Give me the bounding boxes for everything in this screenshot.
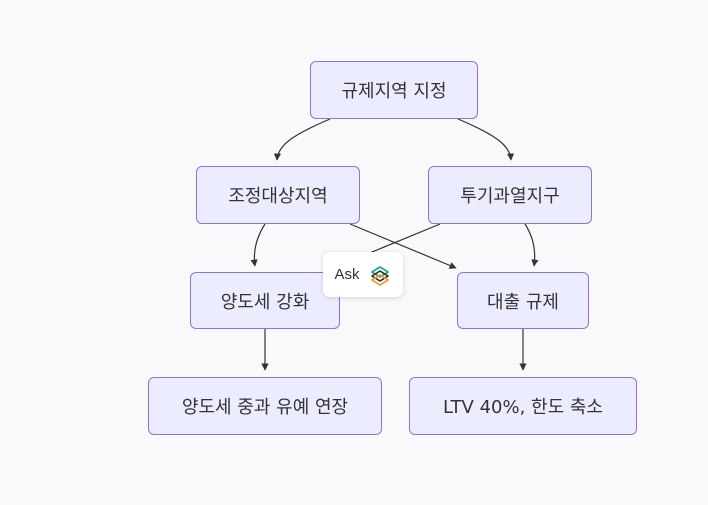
node-loan-regulation[interactable]: 대출 규제 bbox=[457, 272, 589, 329]
node-label: 규제지역 지정 bbox=[341, 81, 447, 102]
node-label: 대출 규제 bbox=[487, 291, 559, 313]
edge-jojeong-to-daechul bbox=[349, 223, 457, 269]
node-label: 조정대상지역 bbox=[228, 186, 328, 207]
node-label: 양도세 강화 bbox=[220, 291, 310, 313]
node-transfer-tax-strengthening[interactable]: 양도세 강화 bbox=[190, 272, 340, 329]
node-transfer-tax-grace-extension[interactable]: 양도세 중과 유예 연장 bbox=[148, 377, 382, 435]
edge-tugi-to-daechul bbox=[524, 223, 539, 267]
node-label: 투기과열지구 bbox=[460, 186, 560, 207]
ask-logo-icon bbox=[370, 265, 389, 286]
ask-button[interactable]: Ask bbox=[323, 252, 403, 297]
edge-jojeong-to-yangdo bbox=[250, 223, 266, 267]
node-adjustment-target-area[interactable]: 조정대상지역 bbox=[196, 166, 360, 224]
edge-root-to-tugi bbox=[457, 118, 515, 161]
node-label: LTV 40%, 한도 축소 bbox=[443, 397, 603, 418]
node-speculation-overheated-district[interactable]: 투기과열지구 bbox=[428, 166, 592, 224]
node-regulated-area[interactable]: 규제지역 지정 bbox=[310, 61, 478, 119]
node-ltv-limit[interactable]: LTV 40%, 한도 축소 bbox=[409, 377, 637, 435]
edge-root-to-jojeong bbox=[273, 118, 331, 161]
ask-button-label: Ask bbox=[334, 266, 360, 283]
node-label: 양도세 중과 유예 연장 bbox=[181, 397, 349, 418]
